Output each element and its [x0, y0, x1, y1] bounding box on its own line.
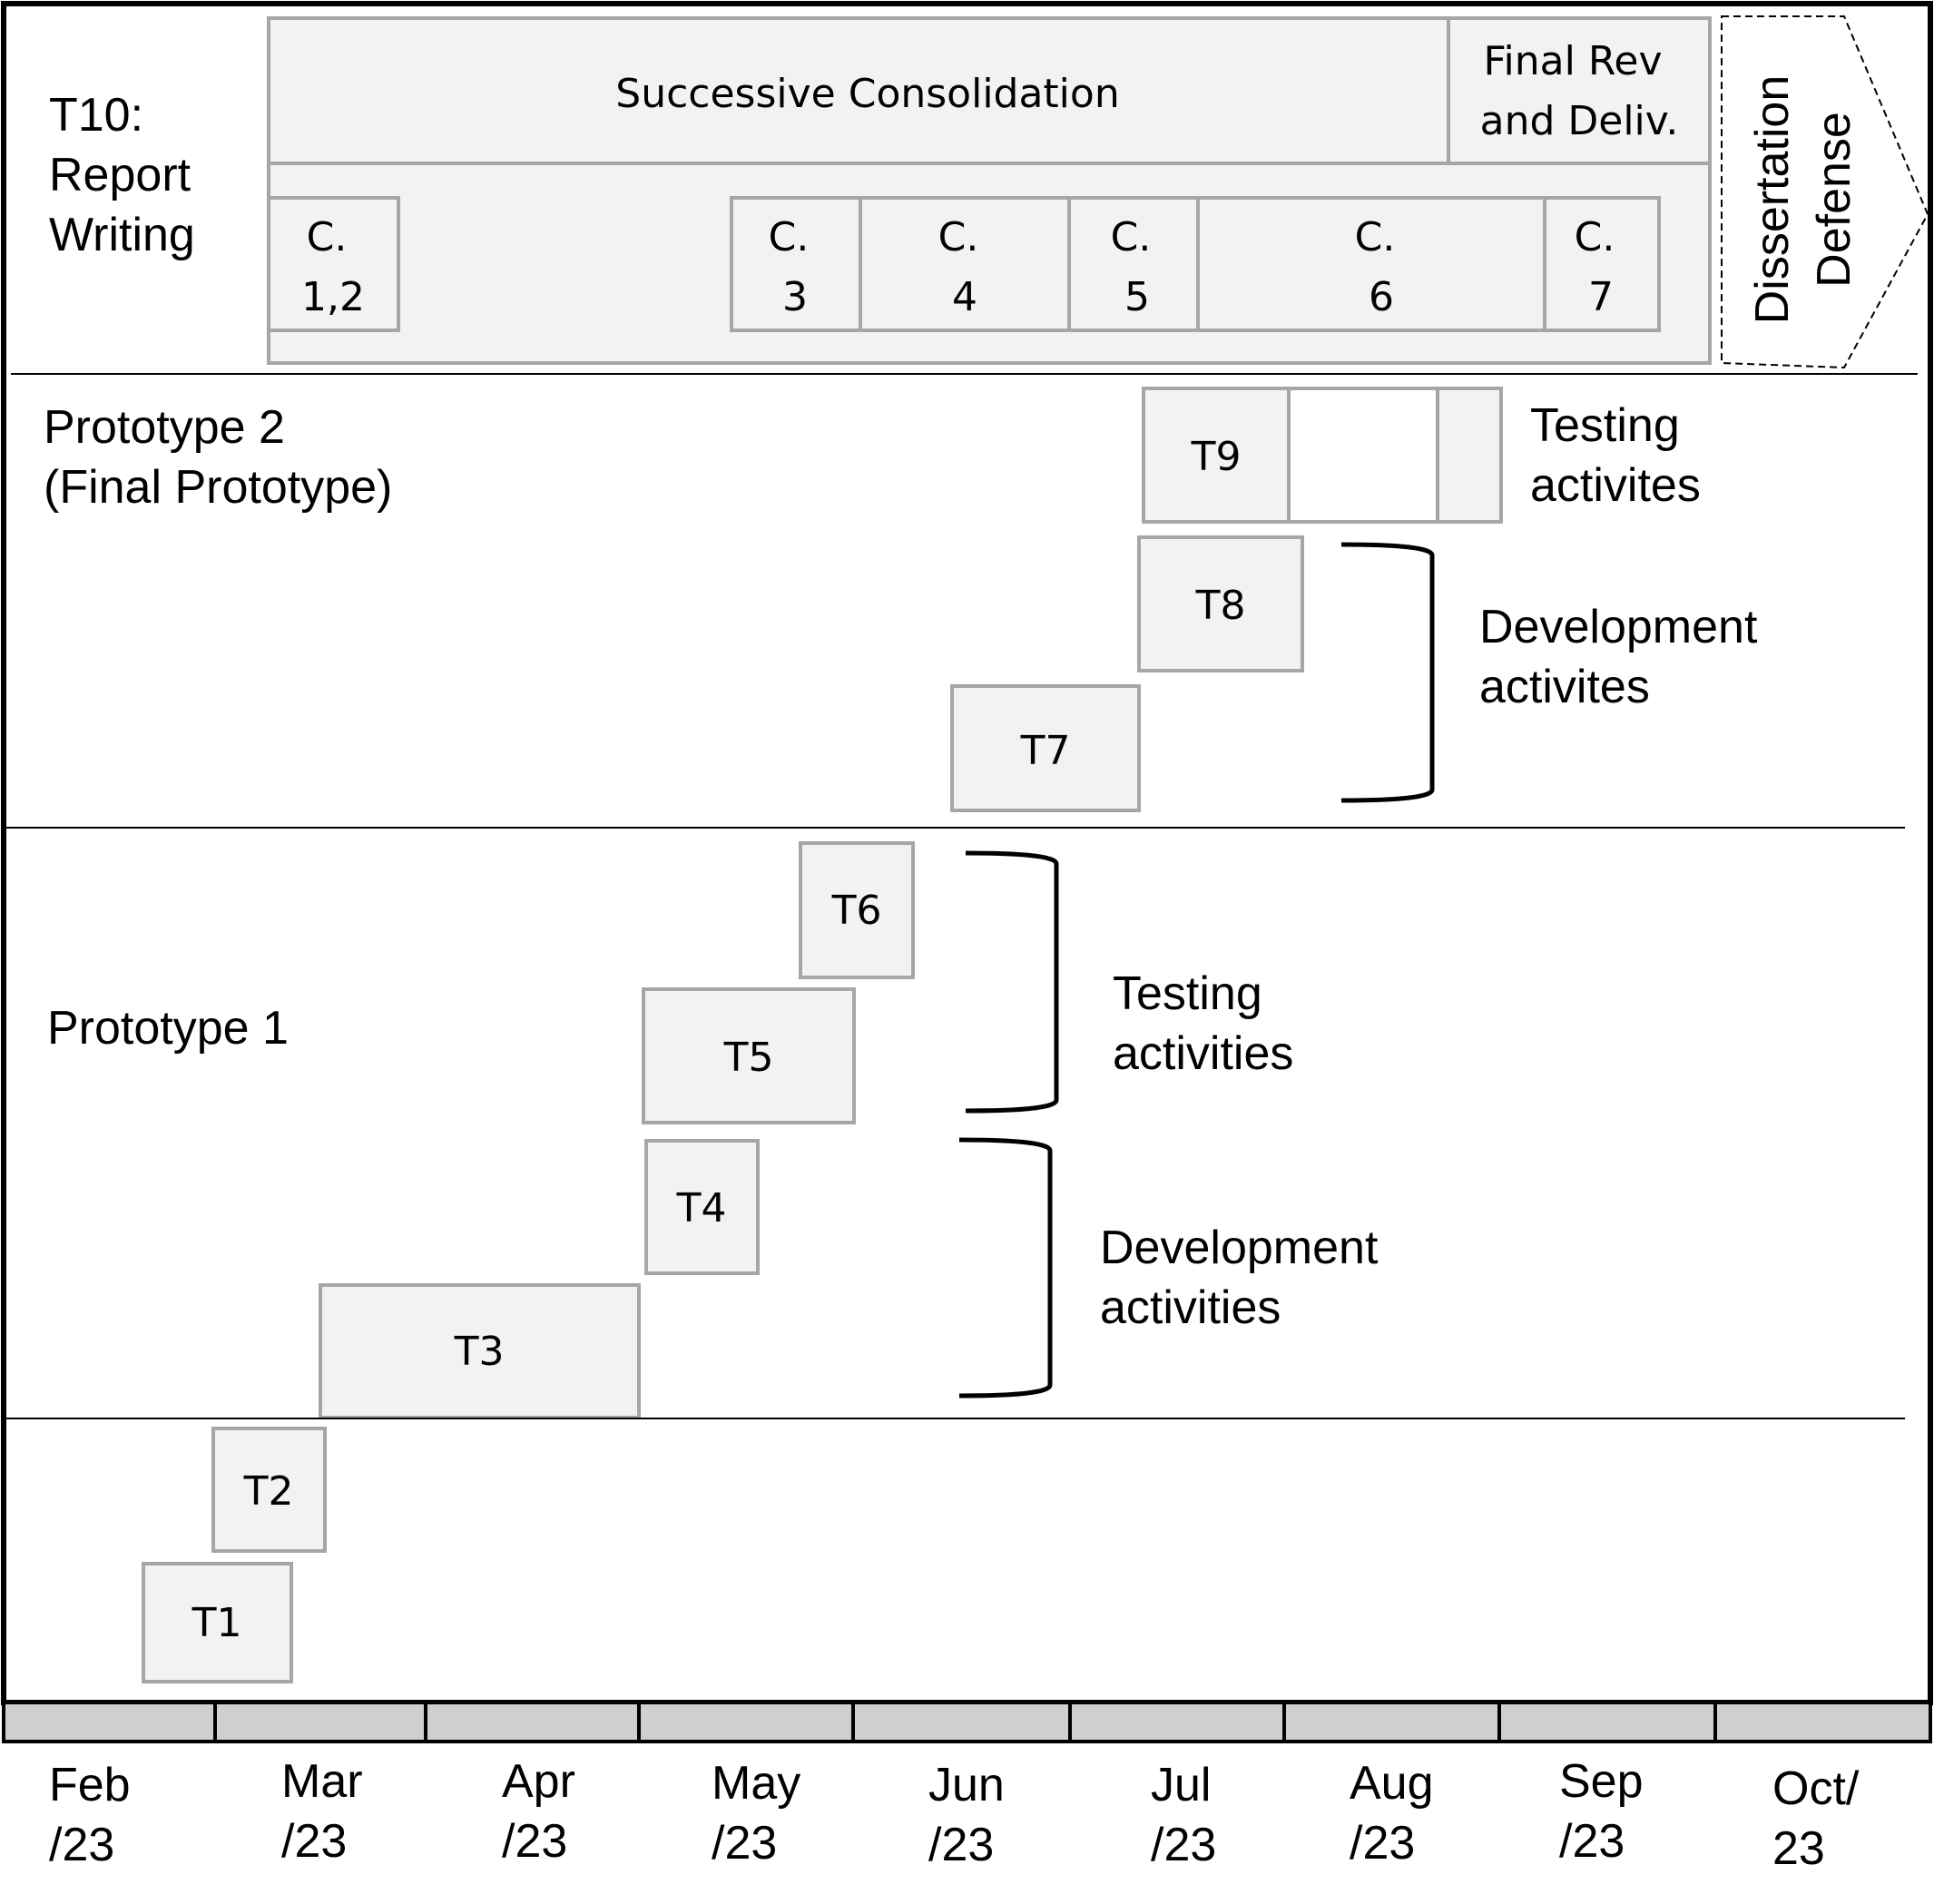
- task-box-t7: [950, 684, 1141, 812]
- month-segment: [1497, 1701, 1717, 1743]
- development-bracket: [958, 1137, 1053, 1399]
- successive-consolidation-box: [267, 16, 1450, 165]
- task-label: T5: [723, 1035, 774, 1081]
- month-segment: [2, 1701, 217, 1743]
- development-bracket: [1340, 542, 1435, 803]
- month-axis: Feb /23 Mar /23 Apr /23 May /23 Jun /23 …: [2, 1701, 1932, 1875]
- chapter-label: C. 6: [1355, 214, 1409, 320]
- month-label: May /23: [712, 1757, 814, 1870]
- chapter-box: [730, 196, 862, 332]
- task-box-t8: [1137, 535, 1304, 672]
- task-box-t9: [1142, 387, 1291, 524]
- month-segment: [213, 1701, 427, 1743]
- chapter-label: C. 1,2: [301, 214, 365, 320]
- defense-arrow-shape: [1721, 15, 1929, 369]
- month-segment: [1282, 1701, 1501, 1743]
- development-label: Development activites: [1479, 601, 1771, 713]
- month-label: Jul /23: [1151, 1759, 1224, 1871]
- task-label: T8: [1195, 583, 1246, 629]
- chapter-box: [1067, 196, 1200, 332]
- month-label: Oct/ 23: [1772, 1762, 1872, 1875]
- month-label: Jun /23: [928, 1759, 1017, 1871]
- defense-label: Defense: [1808, 112, 1860, 288]
- task-label: T3: [454, 1329, 505, 1375]
- task-label: T9: [1191, 434, 1242, 480]
- report-writing-section: T10: Report Writing Successive Consolida…: [49, 15, 1929, 369]
- task-label: T1: [191, 1600, 242, 1646]
- task-box-t5: [642, 987, 856, 1124]
- final-revision-box: [1447, 16, 1712, 165]
- prototype2-title: Prototype 2 (Final Prototype): [44, 401, 392, 514]
- testing-label: Testing activites: [1530, 399, 1701, 512]
- month-segment: [637, 1701, 855, 1743]
- month-segment: [424, 1701, 641, 1743]
- chapter-label: C. 7: [1575, 214, 1628, 320]
- chapter-label: C. 5: [1111, 214, 1164, 320]
- task-label: T4: [676, 1185, 727, 1232]
- month-label: Feb /23: [49, 1759, 143, 1871]
- chapter-label: C. 3: [769, 214, 822, 320]
- month-segment: [1068, 1701, 1286, 1743]
- task-box-t1: [142, 1562, 293, 1683]
- task-box-t4: [644, 1139, 760, 1275]
- task-box-t3: [319, 1283, 641, 1419]
- task-label: T7: [1020, 728, 1071, 774]
- task-label: T6: [831, 888, 882, 934]
- task-box-t6: [799, 841, 915, 979]
- month-segment: [851, 1701, 1072, 1743]
- chapter-box: [859, 196, 1071, 332]
- testing-bracket: [965, 850, 1059, 1114]
- early-tasks-section: T2 T1: [142, 1427, 327, 1683]
- month-segment: [1713, 1701, 1932, 1743]
- report-title: T10: Report Writing: [49, 89, 204, 261]
- month-label: Aug /23: [1350, 1757, 1447, 1870]
- prototype1-section: Prototype 1 T6 T5 Testing activities T4 …: [47, 841, 1391, 1419]
- defense-label: Dissertation: [1746, 75, 1799, 325]
- chapter-label: C. 4: [938, 214, 992, 320]
- chapter-box: [1196, 196, 1546, 332]
- prototype2-section: Prototype 2 (Final Prototype) T9 Testing…: [44, 387, 1771, 812]
- chapter-box: [1543, 196, 1661, 332]
- chapter-box: [267, 196, 400, 332]
- testing-label: Testing activities: [1113, 967, 1293, 1080]
- month-label: Sep /23: [1559, 1755, 1656, 1868]
- final-revision-label: Final Rev and Deliv.: [1480, 38, 1679, 144]
- task-box-t9-tail: [1436, 387, 1503, 524]
- task-box-t9-gap: [1287, 387, 1439, 524]
- successive-consolidation-label: Successive Consolidation: [615, 71, 1119, 117]
- task-label: T2: [243, 1468, 294, 1515]
- month-label: Apr /23: [502, 1755, 588, 1868]
- prototype1-title: Prototype 1: [47, 1002, 289, 1055]
- task-box-t2: [211, 1427, 327, 1553]
- month-label: Mar /23: [281, 1755, 376, 1868]
- development-label: Development activities: [1100, 1222, 1391, 1334]
